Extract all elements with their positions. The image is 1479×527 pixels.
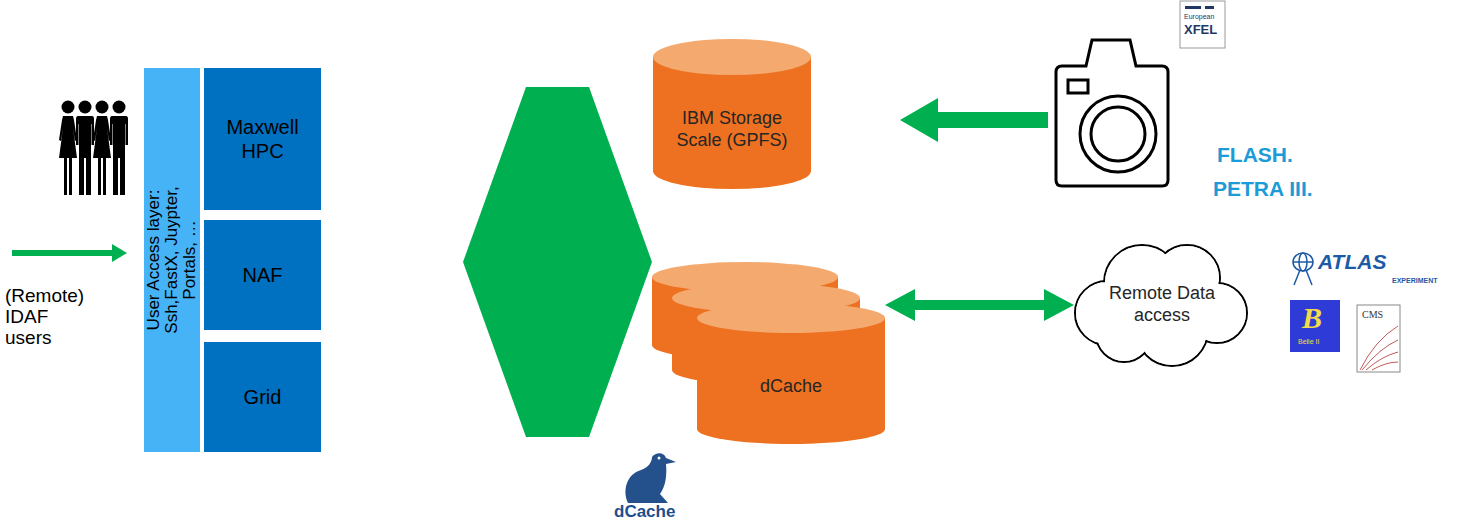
person-figure <box>110 101 128 196</box>
node-label: dCache <box>702 376 880 398</box>
facility-label: FLASH. <box>1217 143 1293 166</box>
cylinder-body <box>697 318 885 444</box>
node-label: NAF <box>214 263 311 287</box>
compute-box: Grid <box>204 342 321 452</box>
person-figure <box>59 101 77 196</box>
facility-label: XFEL <box>1184 23 1217 37</box>
cylinder-top <box>653 39 811 75</box>
facility-label: EXPERIMENT <box>1392 277 1438 285</box>
facility-label: Belle II <box>1298 338 1319 346</box>
text-area: Grid <box>204 342 321 452</box>
cms-logo <box>1357 305 1400 372</box>
people-icon <box>59 101 128 196</box>
person-figure <box>76 101 94 196</box>
cylinder-top <box>697 303 885 333</box>
facility-label: European <box>1184 13 1214 21</box>
person-figure <box>93 101 111 196</box>
double-arrow <box>885 289 1074 321</box>
green-arrow <box>12 244 127 262</box>
cloud-shape: Remote Data access <box>1062 228 1250 372</box>
facility-label: ATLAS <box>1318 250 1386 273</box>
text-area: dCache <box>702 337 880 437</box>
xfel-logo <box>1180 1 1225 48</box>
logo-label: dCache <box>614 503 675 522</box>
text-area: Remote Data access <box>1100 270 1224 340</box>
cylinder-body <box>653 57 811 189</box>
user-label: (Remote) IDAF users <box>5 286 89 349</box>
node-label: Remote Data access <box>1100 283 1224 326</box>
text-area: User Access layer: Ssh,FastX, Juypter, P… <box>144 68 200 452</box>
atlas-logo <box>1293 253 1313 285</box>
double-arrow <box>463 87 652 437</box>
text-area: Maxwell HPC <box>204 68 321 210</box>
compute-box: NAF <box>204 220 321 330</box>
text-area: NAF <box>204 220 321 330</box>
node-label: Maxwell HPC <box>214 115 311 163</box>
belle-logo <box>1290 300 1340 352</box>
layer-label: User Access layer: Ssh,FastX, Juypter, P… <box>145 160 199 360</box>
dcache-logo <box>626 453 676 503</box>
access-layer-bar: User Access layer: Ssh,FastX, Juypter, P… <box>144 68 200 452</box>
storage-cylinder-stack-outline <box>652 262 885 445</box>
facility-label: B <box>1302 301 1322 334</box>
storage-cylinder-stack: dCache <box>652 262 885 445</box>
camera-icon <box>1056 40 1168 186</box>
storage-cylinder: IBM Storage Scale (GPFS) <box>652 38 812 190</box>
node-label: Grid <box>214 385 311 409</box>
facility-label: CMS <box>1362 309 1383 320</box>
facility-label: PETRA III. <box>1213 177 1313 200</box>
compute-box: Maxwell HPC <box>204 68 321 210</box>
green-arrow <box>900 98 1048 142</box>
text-area: IBM Storage Scale (GPFS) <box>662 76 802 184</box>
node-label: IBM Storage Scale (GPFS) <box>662 108 802 151</box>
